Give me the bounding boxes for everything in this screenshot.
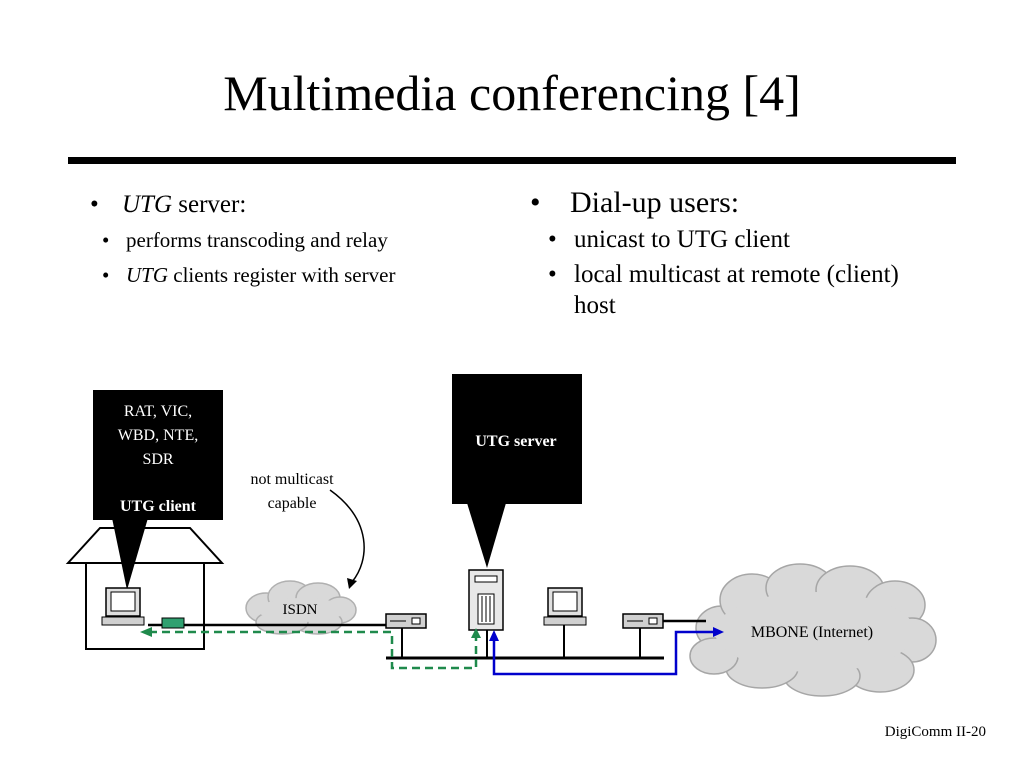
sub-bullet-text: unicast to UTG client (574, 226, 790, 253)
isdn-cloud-icon (245, 580, 357, 635)
server-tower-icon (468, 569, 504, 631)
router-icon (385, 613, 427, 629)
solid-path-arrowhead-icon (713, 627, 724, 637)
bullet-utg-italic: UTG (122, 191, 173, 218)
sub-bullet-text: clients register with server (168, 263, 396, 287)
bullet-dialup-users: • Dial-up users: (530, 186, 950, 220)
modem-icon (161, 617, 185, 629)
sub-bullet-transcoding: • performs transcoding and relay (82, 226, 502, 255)
client-callout-label: UTG client (120, 498, 197, 515)
utg-client-callout: RAT, VIC, WBD, NTE, SDR UTG client (93, 390, 223, 590)
client-computer-icon (101, 587, 145, 626)
annotation-arrow (329, 489, 365, 583)
dashed-path-arrowhead-icon (471, 628, 481, 638)
annotation-arrowhead-icon (347, 578, 357, 589)
client-callout-line-1: RAT, VIC, (124, 403, 192, 420)
house-icon (65, 527, 225, 650)
workstation-computer-icon (543, 587, 587, 626)
sub-bullet-text: performs transcoding and relay (126, 228, 388, 252)
slide-title: Multimedia conferencing [4] (223, 65, 801, 121)
dashed-path-arrowhead-icon (140, 627, 152, 637)
solid-path-arrowhead-icon (489, 630, 499, 641)
left-bullet-column: • UTG server: • performs transcoding and… (82, 190, 502, 296)
router-icon (622, 613, 664, 629)
client-callout-line-2: WBD, NTE, (118, 427, 198, 444)
sub-bullet-italic: UTG (126, 263, 169, 287)
title-rule (68, 157, 956, 164)
slide-footer: DigiComm II-20 (884, 724, 986, 740)
bullet-dot-icon: • (548, 261, 557, 288)
bullet-dot-icon: • (90, 191, 99, 218)
mbone-cloud-icon (689, 563, 937, 697)
isdn-label: ISDN (282, 602, 317, 618)
bullet-utg-rest: server: (172, 191, 247, 218)
right-bullet-column: • Dial-up users: • unicast to UTG client… (530, 186, 950, 325)
sub-bullet-unicast: • unicast to UTG client (530, 224, 950, 255)
sub-bullet-local-multicast: • local multicast at remote (client) hos… (530, 259, 914, 321)
sub-bullet-clients-register: • UTG clients register with server (82, 261, 426, 290)
server-callout-label: UTG server (475, 433, 556, 450)
mbone-label: MBONE (Internet) (751, 624, 873, 641)
dashed-unicast-path (152, 630, 478, 670)
annotation-line-2: capable (268, 495, 317, 512)
annotation-line-1: not multicast (250, 471, 334, 488)
bullet-dot-icon: • (530, 186, 541, 219)
client-callout-line-3: SDR (142, 451, 173, 468)
bullet-dot-icon: • (548, 226, 557, 253)
solid-multicast-path (492, 630, 714, 676)
sub-bullet-text: local multicast at remote (client) host (574, 261, 899, 319)
bullet-dot-icon: • (102, 228, 110, 252)
bullet-dot-icon: • (102, 263, 110, 287)
utg-server-callout: UTG server (452, 374, 582, 568)
bullet-utg-server: • UTG server: (82, 190, 502, 220)
bullet-dialup-text: Dial-up users: (570, 186, 740, 219)
